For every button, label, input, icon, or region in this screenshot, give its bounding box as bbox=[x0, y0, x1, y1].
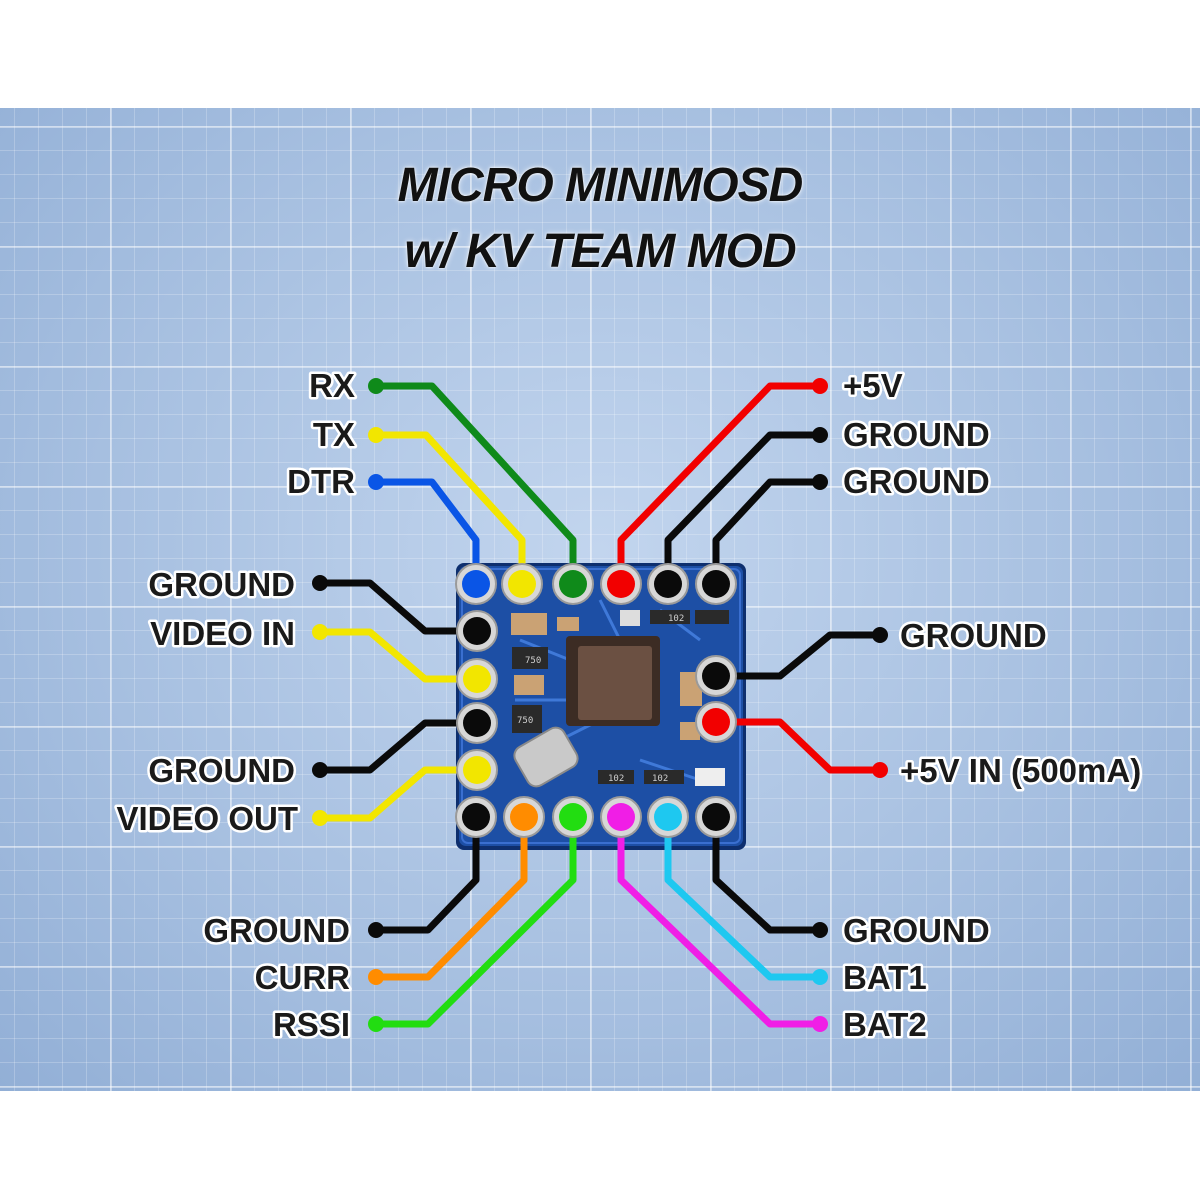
pin-label-ground: GROUND bbox=[843, 416, 990, 453]
smd-resistor bbox=[512, 705, 542, 733]
wire-tx bbox=[372, 431, 526, 588]
pin-label-video-in: VIDEO IN bbox=[150, 615, 295, 652]
board-marking: 750 bbox=[525, 656, 541, 666]
pin-label-rssi: RSSI bbox=[273, 1006, 350, 1043]
pin-pad-ground bbox=[702, 570, 730, 598]
board-marking: 102 bbox=[652, 774, 668, 784]
pin-pad-rx bbox=[559, 570, 587, 598]
pin-label-ground: GROUND bbox=[203, 912, 350, 949]
wire-end-dot bbox=[368, 474, 384, 490]
diagram-title-line-2: w/ KV TEAM MOD bbox=[404, 225, 796, 278]
board-marking: 750 bbox=[517, 716, 533, 726]
wire-ground bbox=[372, 813, 480, 934]
pin-label-ground: GROUND bbox=[148, 752, 295, 789]
pin-pad-ground bbox=[463, 617, 491, 645]
wire-end-dot bbox=[812, 969, 828, 985]
wire-end-dot bbox=[812, 474, 828, 490]
smd-capacitor bbox=[514, 675, 544, 695]
osd-chip bbox=[578, 646, 652, 720]
smd-capacitor bbox=[511, 613, 547, 635]
board-marking: 102 bbox=[608, 774, 624, 784]
pin-label-ground: GROUND bbox=[843, 463, 990, 500]
pin-wires bbox=[312, 378, 888, 1032]
wire-end-dot bbox=[312, 762, 328, 778]
wire-ground bbox=[316, 719, 481, 774]
pin-label-bat1: BAT1 bbox=[843, 959, 927, 996]
pin-pad-ground bbox=[654, 570, 682, 598]
wire-end-dot bbox=[368, 969, 384, 985]
pin-pads bbox=[455, 563, 737, 838]
wire-end-dot bbox=[312, 624, 328, 640]
board-edge bbox=[461, 568, 741, 844]
wire-end-dot bbox=[312, 575, 328, 591]
wire-ground bbox=[712, 631, 884, 680]
wire-video-out bbox=[316, 766, 481, 822]
pin-pad-5v-in-500ma bbox=[702, 708, 730, 736]
pin-label-bat2: BAT2 bbox=[843, 1006, 927, 1043]
wire-end-dot bbox=[312, 810, 328, 826]
pin-label-ground: GROUND bbox=[843, 912, 990, 949]
pin-label-dtr: DTR bbox=[287, 463, 355, 500]
diagram-title-line-1: MICRO MINIMOSD bbox=[397, 159, 804, 212]
wire-end-dot bbox=[812, 378, 828, 394]
pin-pad-tx bbox=[508, 570, 536, 598]
pin-label-5v: +5V bbox=[843, 367, 903, 404]
smd-part bbox=[620, 610, 640, 626]
smd-resistor bbox=[598, 770, 634, 784]
smd-resistor bbox=[695, 610, 729, 624]
wire-ground bbox=[664, 431, 824, 588]
smd-resistor bbox=[650, 610, 690, 624]
pin-pad-5v bbox=[607, 570, 635, 598]
pin-pad-bat2 bbox=[607, 803, 635, 831]
wire-end-dot bbox=[368, 1016, 384, 1032]
pin-pad-video-out bbox=[463, 756, 491, 784]
smd-capacitor bbox=[557, 617, 579, 631]
pin-pad-ground bbox=[702, 662, 730, 690]
smd-capacitor bbox=[680, 722, 700, 740]
pin-label-ground: GROUND bbox=[148, 566, 295, 603]
pin-label-5v-in-500ma: +5V IN (500mA) bbox=[900, 752, 1141, 789]
wire-bat2 bbox=[617, 813, 824, 1028]
pin-pad-rssi bbox=[559, 803, 587, 831]
pin-pad-ground bbox=[463, 709, 491, 737]
pin-pad-curr bbox=[510, 803, 538, 831]
wire-rx bbox=[372, 382, 577, 588]
wire-ground bbox=[712, 478, 824, 588]
osd-board: 750 750 102 102 102 bbox=[456, 563, 746, 850]
wire-end-dot bbox=[812, 922, 828, 938]
smd-resistor bbox=[644, 770, 684, 784]
wire-end-dot bbox=[872, 762, 888, 778]
pin-pad-ground bbox=[702, 803, 730, 831]
wire-curr bbox=[372, 813, 528, 981]
wire-ground bbox=[712, 813, 824, 934]
pin-label-rx: RX bbox=[309, 367, 355, 404]
wire-rssi bbox=[372, 813, 577, 1028]
wire-end-dot bbox=[368, 427, 384, 443]
pin-pad-video-in bbox=[463, 665, 491, 693]
smd-resistor bbox=[512, 647, 548, 669]
wire-end-dot bbox=[368, 922, 384, 938]
smd-part bbox=[695, 768, 725, 786]
pin-label-video-out: VIDEO OUT bbox=[116, 800, 298, 837]
wire-5v-in-500ma bbox=[712, 718, 884, 774]
pin-label-ground: GROUND bbox=[900, 617, 1047, 654]
pin-pad-ground bbox=[462, 803, 490, 831]
pin-labels: RX TX DTR +5V GROUND GROUND GROUND VIDEO IN GROU… bbox=[114, 365, 1144, 1046]
wire-bat1 bbox=[664, 813, 824, 981]
crystal bbox=[513, 726, 579, 788]
wire-end-dot bbox=[872, 627, 888, 643]
wire-end-dot bbox=[812, 427, 828, 443]
wire-5v bbox=[617, 382, 824, 588]
pin-pad-bat1 bbox=[654, 803, 682, 831]
wire-end-dot bbox=[812, 1016, 828, 1032]
wire-end-dot bbox=[368, 378, 384, 394]
wire-video-in bbox=[316, 628, 481, 683]
pin-label-curr: CURR bbox=[255, 959, 350, 996]
pin-label-tx: TX bbox=[313, 416, 355, 453]
wire-ground bbox=[316, 579, 481, 635]
pin-pad-dtr bbox=[462, 570, 490, 598]
board-marking: 102 bbox=[668, 614, 684, 624]
wire-dtr bbox=[372, 478, 480, 588]
